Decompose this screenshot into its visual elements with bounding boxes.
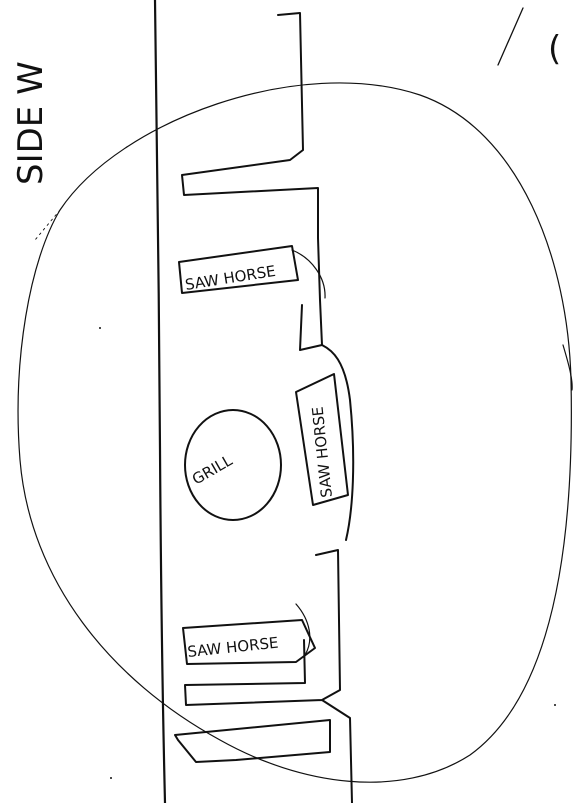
stray-dot-3 — [554, 704, 556, 706]
grill: GRILL — [185, 410, 281, 520]
grill-label: GRILL — [189, 451, 236, 489]
frame-top-bracket — [182, 13, 322, 350]
top-right-fragment: ( — [548, 29, 561, 69]
stray-dot-1 — [99, 327, 101, 329]
saw-horse-bottom-swirl — [296, 604, 310, 655]
saw-horse-middle-label: SAW HORSE — [309, 406, 336, 499]
saw-horse-bottom: SAW HORSE — [183, 604, 315, 664]
frame-bottom-bracket — [175, 550, 352, 803]
oval-region — [18, 83, 571, 782]
top-right-stroke — [498, 8, 523, 65]
top-left-note: SIDE W — [11, 61, 51, 185]
stray-dot-2 — [110, 777, 112, 779]
wall-line — [155, 0, 165, 803]
saw-horse-middle: SAW HORSE — [296, 374, 348, 505]
saw-horse-top: SAW HORSE — [179, 246, 325, 298]
saw-horse-top-label: SAW HORSE — [184, 262, 277, 294]
saw-horse-bottom-label: SAW HORSE — [187, 634, 280, 661]
